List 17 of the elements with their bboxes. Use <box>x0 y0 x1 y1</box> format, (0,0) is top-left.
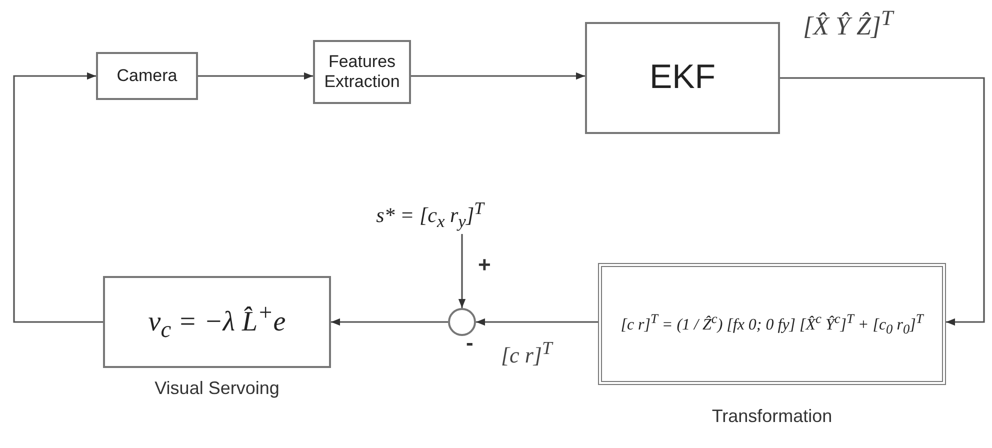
process-block: Features Extraction <box>313 40 411 104</box>
arrow <box>476 318 598 326</box>
formula-block: [c r]$^{T}$ = (1 / Ẑ$^{c}$) [fx 0; 0 fy] [X̂$^{c}$ Ŷ$^{c}$]$^{T}$ + [c$_{0}$ r$_{0}$]$^{T}$ <box>598 263 946 385</box>
arrow <box>458 234 466 308</box>
arrow <box>13 72 103 323</box>
formula-block: v$_{c}$ = −λ L̂$^{+}$e <box>103 276 331 368</box>
process-block: Camera <box>96 52 198 100</box>
summing-junction <box>448 308 476 336</box>
block-caption: Transformation <box>712 406 832 427</box>
arrow <box>331 318 448 326</box>
arrow <box>411 72 585 80</box>
block-caption: Visual Servoing <box>154 378 280 399</box>
sign-label: - <box>466 330 474 356</box>
arrow <box>780 77 985 326</box>
sign-label: + <box>478 252 491 278</box>
process-block: EKF <box>585 22 780 134</box>
arrow <box>198 72 313 80</box>
